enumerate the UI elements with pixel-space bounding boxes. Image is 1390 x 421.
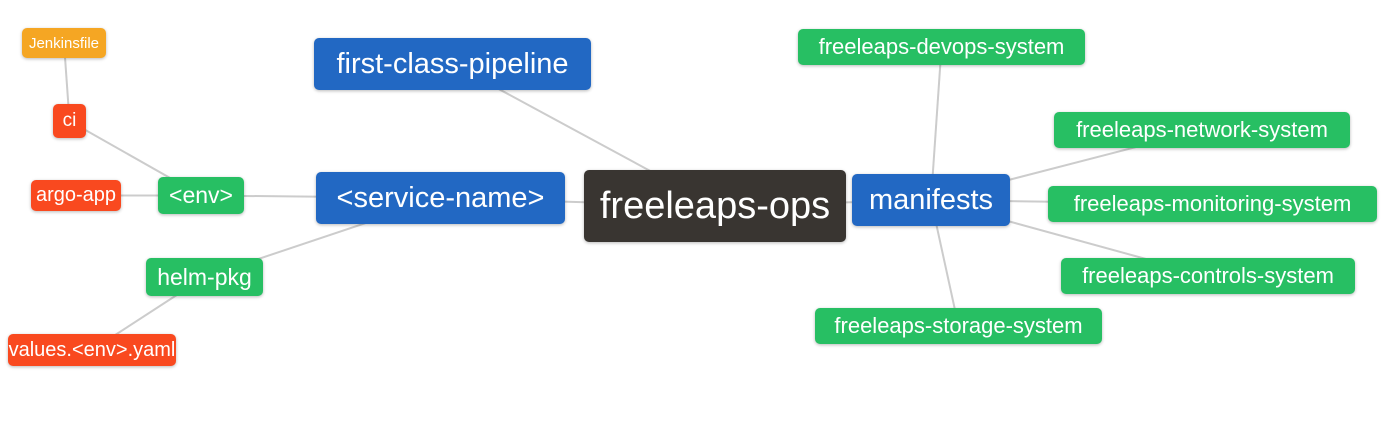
node-freeleaps-storage-system[interactable]: freeleaps-storage-system — [815, 308, 1102, 344]
node-values-env-yaml[interactable]: values.<env>.yaml — [8, 334, 176, 366]
node-freeleaps-devops-system[interactable]: freeleaps-devops-system — [798, 29, 1085, 65]
node-helm-pkg[interactable]: helm-pkg — [146, 258, 263, 296]
node-first-class-pipeline[interactable]: first-class-pipeline — [314, 38, 591, 90]
node-freeleaps-controls-system[interactable]: freeleaps-controls-system — [1061, 258, 1355, 294]
node-jenkinsfile[interactable]: Jenkinsfile — [22, 28, 106, 58]
node-freeleaps-network-system[interactable]: freeleaps-network-system — [1054, 112, 1350, 148]
node-ci[interactable]: ci — [53, 104, 86, 138]
node-env[interactable]: <env> — [158, 177, 244, 214]
node-freeleaps-ops[interactable]: freeleaps-ops — [584, 170, 846, 242]
node-argo-app[interactable]: argo-app — [31, 180, 121, 211]
node-freeleaps-monitoring-system[interactable]: freeleaps-monitoring-system — [1048, 186, 1377, 222]
node-manifests[interactable]: manifests — [852, 174, 1010, 226]
node-service-name[interactable]: <service-name> — [316, 172, 565, 224]
